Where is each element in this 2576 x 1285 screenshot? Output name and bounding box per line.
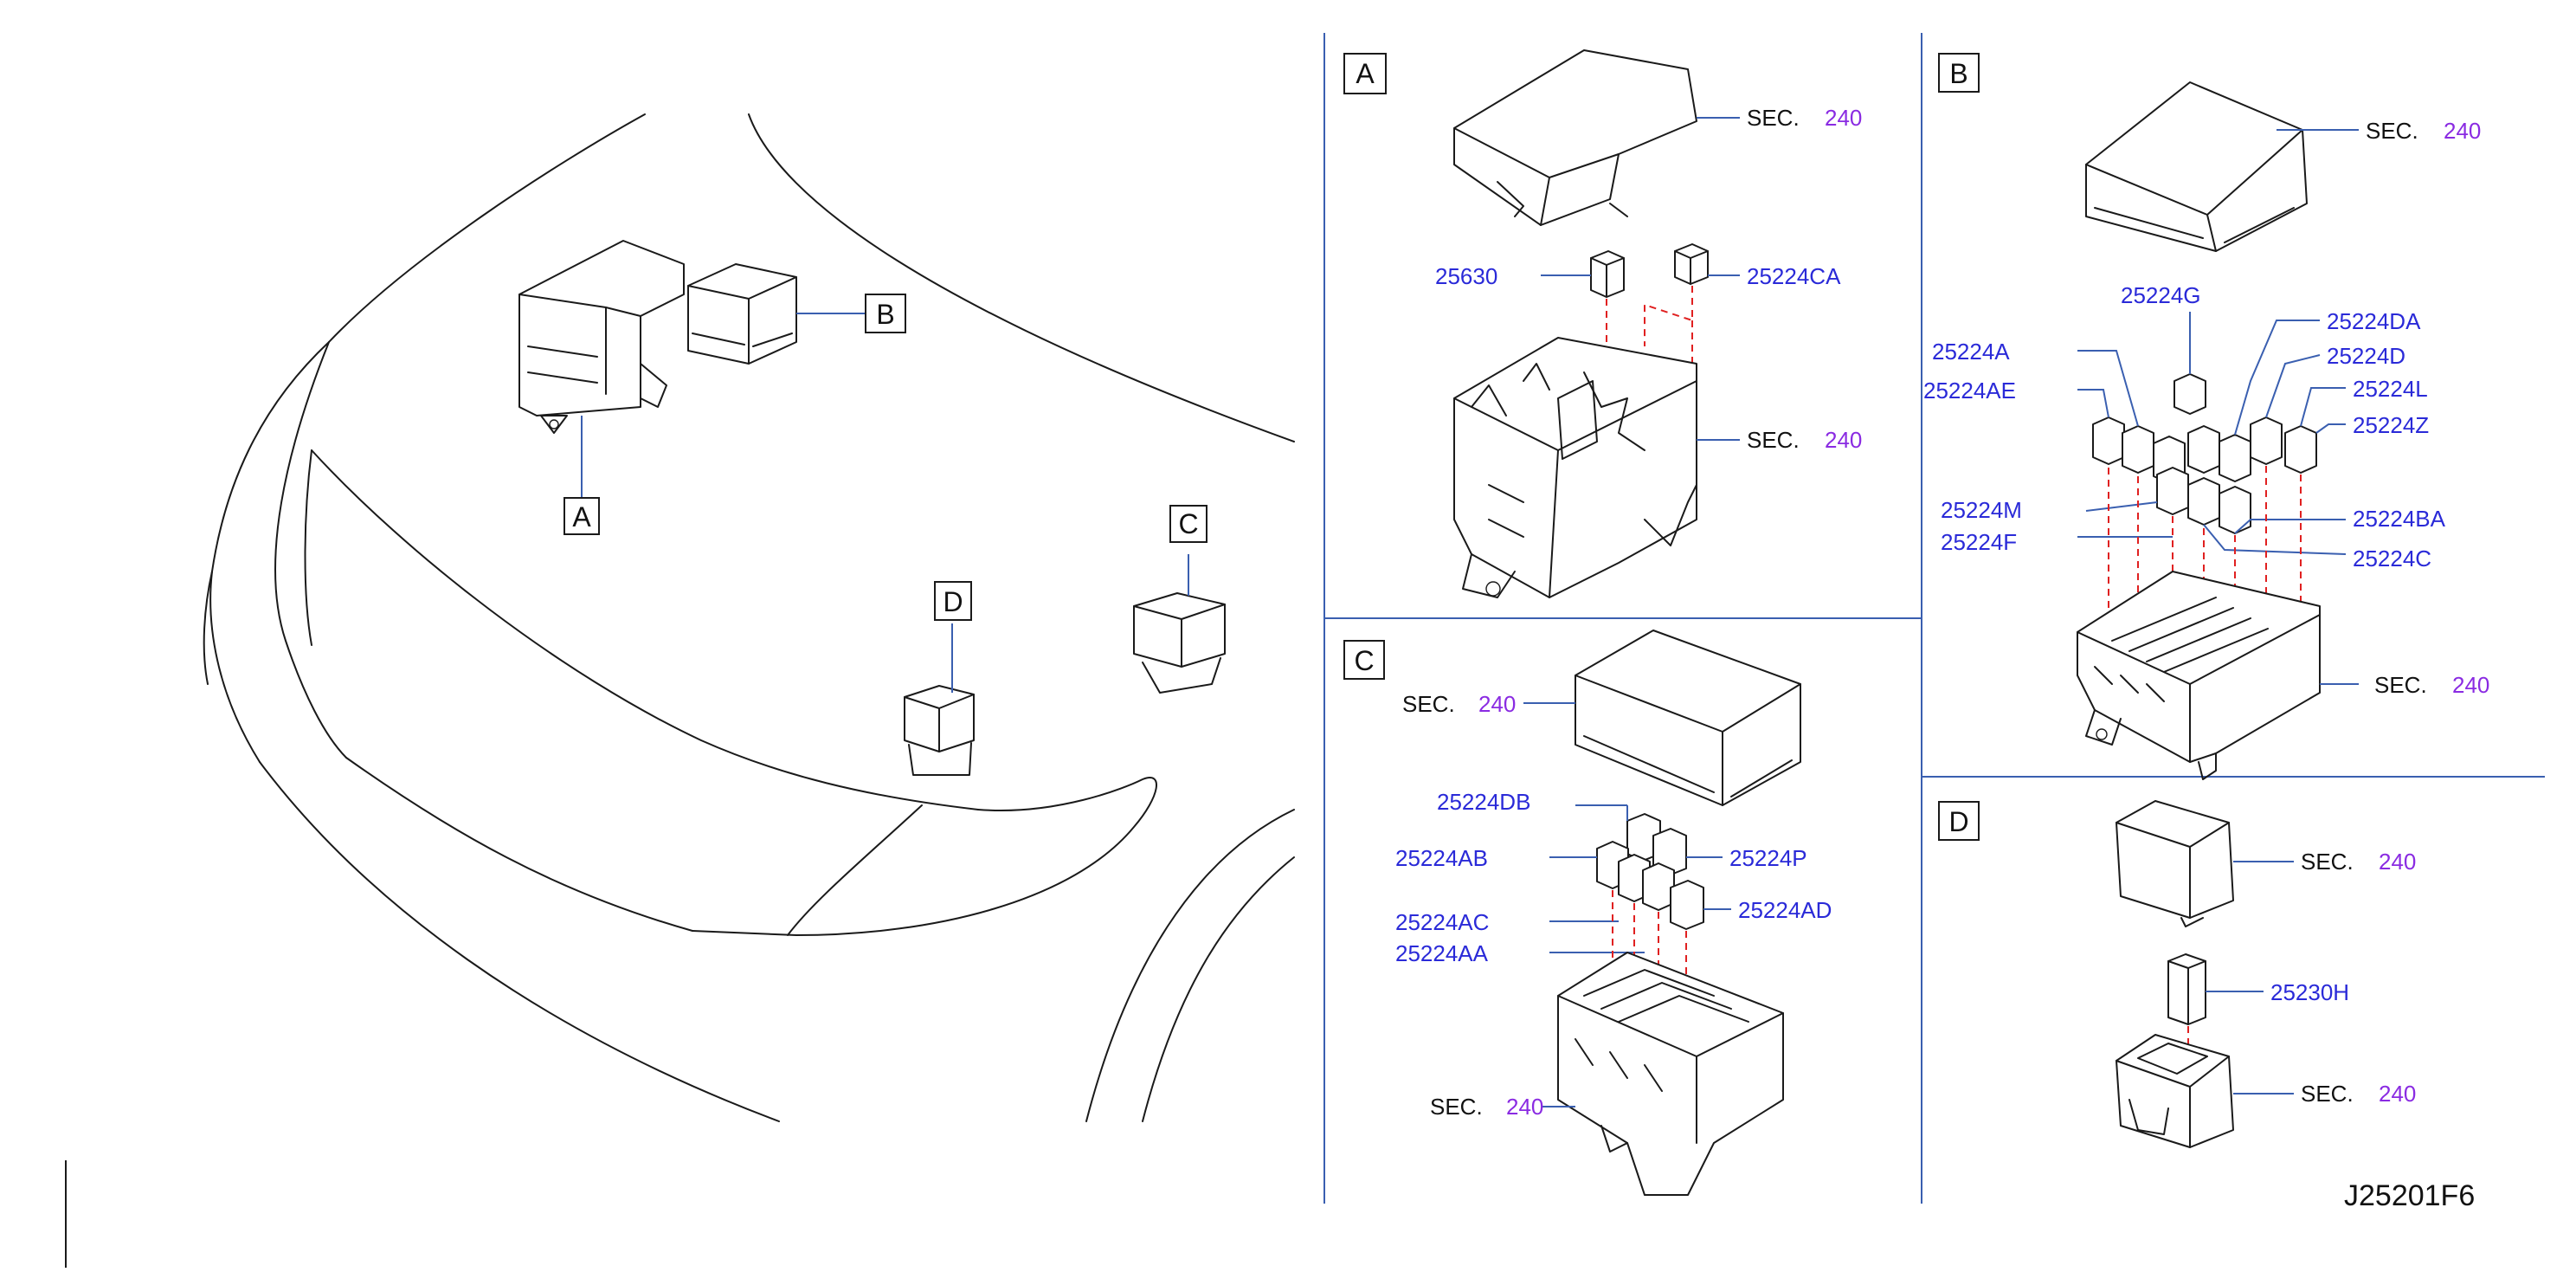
panel-c-cover	[1575, 630, 1801, 806]
part-25224aa[interactable]: 25224AA	[1395, 940, 1489, 966]
panel-b-housing	[2077, 571, 2321, 780]
panel-c-letter: C	[1354, 645, 1374, 676]
drawing-id: J25201F6	[2344, 1179, 2475, 1212]
panel-b: B SEC. 240 25224G 25224DA 252	[1923, 53, 2489, 780]
panel-d-cover-sec-number[interactable]: 240	[2379, 849, 2416, 875]
panel-a-housing	[1453, 337, 1697, 598]
panel-d-letter: D	[1948, 806, 1968, 837]
part-25224ac[interactable]: 25224AC	[1395, 909, 1489, 935]
callout-box-d[interactable]	[934, 581, 972, 621]
part-25224ba[interactable]: 25224BA	[2353, 506, 2446, 532]
panel-b-letter-box	[1938, 53, 1980, 93]
callout-d-label: D	[943, 586, 963, 617]
part-25224m[interactable]: 25224M	[1941, 497, 2022, 523]
fuse-box-b-overview	[687, 263, 797, 365]
panel-c-housing	[1557, 952, 1784, 1196]
panel-dividers	[65, 33, 2545, 1268]
panel-a-letter: A	[1356, 58, 1375, 89]
part-25630[interactable]: 25630	[1435, 263, 1497, 289]
part-25224db[interactable]: 25224DB	[1437, 789, 1530, 815]
panel-a-relay-25224ca	[1674, 243, 1709, 285]
panel-b-cover-sec-prefix: SEC.	[2366, 118, 2418, 144]
panel-c: C SEC. 240 25224DB 25224AB 25224P 25224A…	[1343, 630, 1832, 1196]
panel-b-cover-sec-number[interactable]: 240	[2444, 118, 2481, 144]
panel-c-cover-sec-number[interactable]: 240	[1478, 691, 1516, 717]
panel-a-housing-sec-number[interactable]: 240	[1825, 427, 1862, 453]
panel-c-cover-sec-prefix: SEC.	[1402, 691, 1455, 717]
panel-d-relay-25230h	[2167, 953, 2206, 1025]
panel-c-housing-sec-number[interactable]: 240	[1506, 1094, 1543, 1120]
panel-c-relay-cluster	[1596, 813, 1704, 930]
callout-a-label: A	[572, 501, 591, 533]
callout-c-label: C	[1178, 508, 1198, 539]
panel-b-relay-cluster	[2092, 373, 2317, 534]
panel-a: A SEC. 240 25630 25224CA	[1343, 49, 1862, 598]
panel-d-letter-box	[1938, 801, 1980, 841]
panel-a-housing-sec-prefix: SEC.	[1747, 427, 1800, 453]
panel-d-cover-sec-prefix: SEC.	[2301, 849, 2354, 875]
panel-a-cover	[1453, 49, 1697, 226]
part-25224p[interactable]: 25224P	[1729, 845, 1807, 871]
panel-c-housing-sec-prefix: SEC.	[1430, 1094, 1483, 1120]
panel-b-housing-sec-number[interactable]: 240	[2452, 672, 2489, 698]
part-25224da[interactable]: 25224DA	[2327, 308, 2421, 334]
part-25224ad[interactable]: 25224AD	[1738, 897, 1832, 923]
part-25224ab[interactable]: 25224AB	[1395, 845, 1488, 871]
relay-c-overview	[1133, 592, 1226, 694]
relay-d-overview	[904, 685, 975, 776]
panel-d-socket	[2116, 1034, 2234, 1148]
overview-callouts: A B C D	[564, 294, 1208, 693]
panel-b-cover	[2085, 81, 2308, 252]
panel-d-socket-sec-number[interactable]: 240	[2379, 1081, 2416, 1107]
part-25224f[interactable]: 25224F	[1941, 529, 2017, 555]
part-25224d[interactable]: 25224D	[2327, 343, 2405, 369]
panel-d-socket-sec-prefix: SEC.	[2301, 1081, 2354, 1107]
fuse-box-a-overview	[518, 240, 685, 434]
callout-box-c[interactable]	[1169, 505, 1208, 543]
panel-c-letter-box	[1343, 640, 1385, 680]
panel-b-letter: B	[1949, 58, 1967, 89]
part-25224l[interactable]: 25224L	[2353, 376, 2428, 402]
panel-a-relay-25630	[1590, 250, 1625, 298]
panel-a-cover-sec-number[interactable]: 240	[1825, 105, 1862, 131]
part-25224ca[interactable]: 25224CA	[1747, 263, 1841, 289]
callout-b-label: B	[876, 299, 894, 330]
part-25230h[interactable]: 25230H	[2270, 979, 2349, 1005]
part-25224z[interactable]: 25224Z	[2353, 412, 2429, 438]
panel-b-housing-sec-prefix: SEC.	[2374, 672, 2427, 698]
callout-box-a[interactable]	[564, 497, 600, 535]
part-25224g[interactable]: 25224G	[2121, 282, 2201, 308]
panel-d: D SEC. 240 25230H SEC. 240	[1938, 800, 2416, 1148]
part-25224a[interactable]: 25224A	[1932, 339, 2010, 365]
panel-a-cover-sec-prefix: SEC.	[1747, 105, 1800, 131]
panel-a-letter-box	[1343, 53, 1387, 94]
part-25224c[interactable]: 25224C	[2353, 546, 2431, 571]
callout-box-b[interactable]	[865, 294, 906, 333]
vehicle-outline	[203, 113, 1295, 1122]
panel-d-relay-cover	[2116, 800, 2234, 927]
part-25224ae[interactable]: 25224AE	[1923, 378, 2016, 404]
